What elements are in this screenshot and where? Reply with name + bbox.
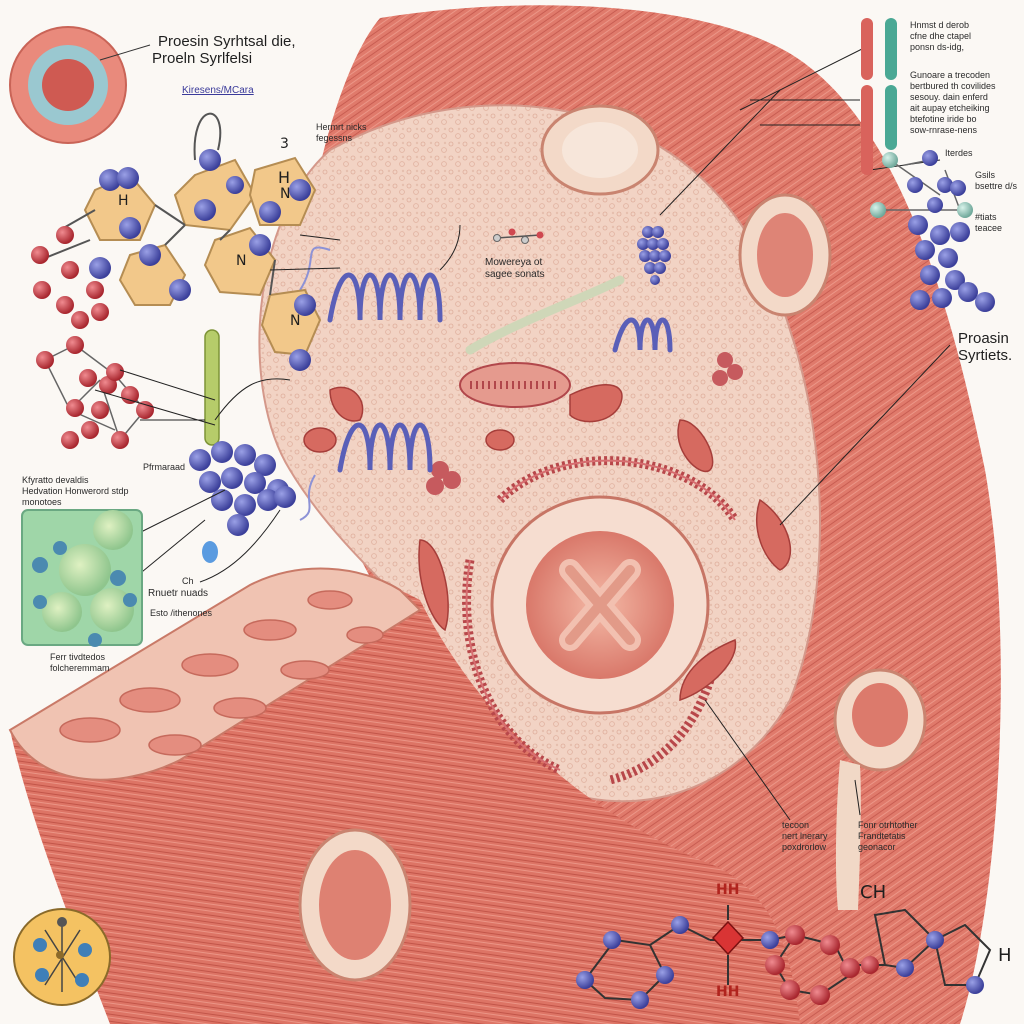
dna-rods: [861, 18, 897, 175]
mitochondrion: [459, 362, 571, 408]
red-diamond: [711, 920, 745, 956]
label-right-big: Proasin Syrtiets.: [958, 330, 1013, 364]
ring-label-n2: N: [236, 253, 247, 269]
label-left-small: Pfrmaraad: [143, 462, 186, 472]
figure-title-line-1: Proesin Syrhtsal die,: [158, 33, 296, 50]
figure-title-line-2: Proeln Syrlfelsi: [152, 50, 253, 67]
green-cell-box: [21, 509, 143, 647]
blood-vessel-top: [540, 104, 660, 196]
label-left-rnuet: Rnuetr nuads: [148, 588, 209, 599]
organelles: [303, 384, 791, 702]
fascicle-holes: [59, 590, 384, 756]
granule-cluster: [426, 352, 743, 495]
ring-label-h1: H: [278, 168, 291, 187]
subtitle-link: Kiresens/MCara: [182, 85, 254, 96]
label-top-right-2: Gunoare a trecoden bertbured th covilide…: [910, 70, 996, 135]
protein-cluster-blue-left: [189, 441, 296, 536]
atom-model-icon: [13, 908, 111, 1006]
atoms-blue-right: [907, 150, 995, 312]
blood-vessel-right: [738, 193, 832, 317]
droplet-blue: [202, 541, 218, 563]
label-right-small-2: Gsils bsettre d/s: [975, 170, 1018, 191]
label-left-esto: Esto /ithenones: [150, 608, 213, 618]
label-bottom-right: Fonr otrhtother Frandtetatis geonacor: [858, 820, 918, 852]
atoms-red-left: [31, 226, 109, 329]
chem-ch: CH: [860, 882, 887, 903]
nucleus: [490, 495, 710, 715]
chem-hh-top: HH: [716, 882, 740, 898]
blood-vessel-bottom: [298, 828, 412, 982]
label-left-ch: Ch: [182, 576, 194, 586]
label-left-bottom: Ferr tivdtedos folcheremmam: [50, 652, 110, 673]
label-right-small-3: #tiats teacee: [975, 212, 1003, 233]
chem-h-right: H: [998, 945, 1012, 966]
protein-grape-cluster: [637, 226, 671, 285]
chem-hh-bottom: HH: [716, 984, 740, 1000]
atoms-blue-left: [89, 149, 316, 371]
cell-cross-section-icon: [9, 26, 127, 144]
ring-label-h2: H: [118, 193, 129, 209]
label-left-box-title: Kfyratto devaldis Hedvation Honwerord st…: [22, 475, 129, 507]
label-bottom-mid: tecoon nert lnerary poxdrorlow: [782, 820, 828, 852]
green-rod-left: [204, 329, 220, 446]
ring-label-n1: N: [280, 186, 291, 202]
label-center: Mowereya ot sagee sonats: [485, 257, 545, 280]
protein-strand: [465, 275, 625, 355]
label-right-small-1: Iterdes: [945, 148, 973, 158]
blood-vessel-lower-right: [833, 668, 927, 910]
ring-label-3: 3: [280, 136, 289, 152]
label-top-mid: Hermrt nicks fegessns: [316, 122, 367, 143]
small-molecule-center: [493, 228, 544, 244]
ring-label-n3: N: [290, 313, 301, 329]
label-top-right-1: Hnmst d derob cfne dhe ctapel ponsn ds-i…: [910, 20, 972, 52]
protein-helix-coils: [327, 272, 673, 473]
